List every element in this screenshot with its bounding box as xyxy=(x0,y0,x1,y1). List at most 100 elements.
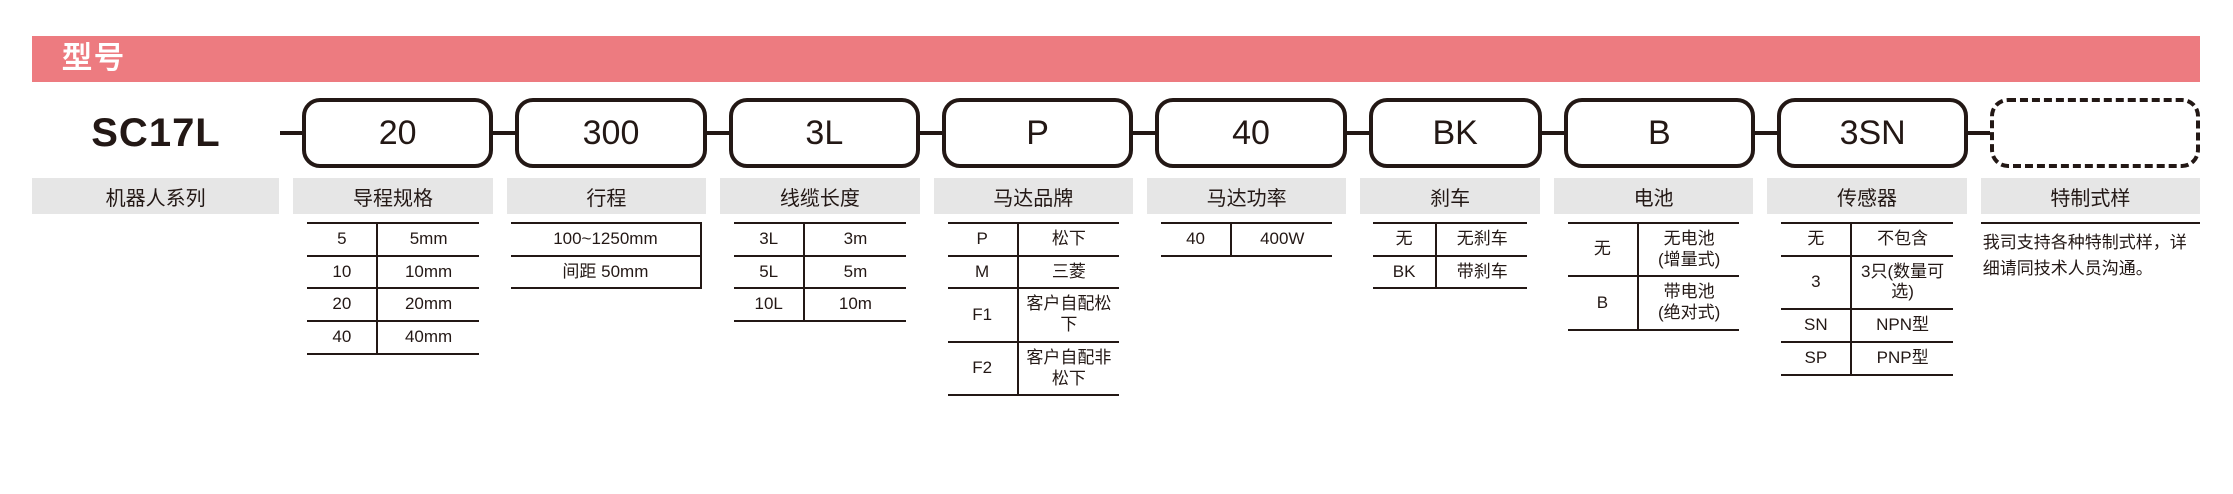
option-code: SP xyxy=(1781,340,1853,376)
column-label-3: 行程 xyxy=(506,178,707,214)
table-row[interactable]: 间距 50mm xyxy=(510,254,703,290)
option-description: 40mm xyxy=(377,320,479,355)
option-code: 5 xyxy=(307,222,379,257)
option-code: 无 xyxy=(1372,222,1438,257)
connector-dash xyxy=(1346,131,1369,135)
option-description: 间距 50mm xyxy=(510,254,703,290)
section-banner: 型号 xyxy=(32,36,2200,82)
column-label-6: 马达功率 xyxy=(1146,178,1347,214)
option-description: 5mm xyxy=(377,222,479,257)
connector-dash xyxy=(706,131,729,135)
option-code: M xyxy=(947,254,1019,290)
option-code: F2 xyxy=(947,340,1019,397)
option-code: 40 xyxy=(1160,222,1233,257)
code-segment-4[interactable]: P xyxy=(941,98,1134,168)
option-code: 10L xyxy=(734,287,806,323)
code-segment-9[interactable] xyxy=(1990,98,2200,168)
option-description: 3m xyxy=(804,222,906,257)
option-code: SN xyxy=(1781,308,1853,343)
option-column-10: 我司支持各种特制式样，详细请同技术人员沟通。 xyxy=(1980,222,2201,281)
option-code: BK xyxy=(1372,254,1438,290)
option-description: 松下 xyxy=(1017,222,1119,257)
option-description: 20mm xyxy=(377,287,479,323)
column-label-7: 刹车 xyxy=(1360,178,1540,214)
option-description: 10mm xyxy=(377,254,479,290)
option-code: 3L xyxy=(734,222,806,257)
connector-dash xyxy=(1541,131,1564,135)
connector-dash xyxy=(919,131,942,135)
code-segment-3[interactable]: 3L xyxy=(728,98,920,168)
option-description: 客户自配松下 xyxy=(1017,287,1119,343)
series-code: SC17L xyxy=(91,110,221,155)
custom-spec-note: 我司支持各种特制式样，详细请同技术人员沟通。 xyxy=(1980,222,2201,281)
option-description: 带电池(绝对式) xyxy=(1638,275,1740,331)
column-label-10: 特制式样 xyxy=(1980,178,2201,214)
option-code: F1 xyxy=(947,287,1019,343)
option-description: NPN型 xyxy=(1851,308,1953,343)
column-label-9: 传感器 xyxy=(1767,178,1967,214)
column-label-2: 导程规格 xyxy=(293,178,493,214)
table-row[interactable]: 无无电池(增量式) xyxy=(1567,221,1740,278)
code-segment-1[interactable]: 20 xyxy=(302,98,494,168)
column-label-5: 马达品牌 xyxy=(933,178,1133,214)
code-segment-2[interactable]: 300 xyxy=(515,98,707,168)
table-row[interactable]: 无不包含 xyxy=(1781,222,1953,257)
page-title: 型号 xyxy=(62,42,126,75)
connector-dash xyxy=(1968,131,1991,135)
connector-dash xyxy=(280,131,302,135)
column-label-row: 机器人系列导程规格行程线缆长度马达品牌马达功率刹车电池传感器特制式样 xyxy=(32,178,2201,214)
option-code: P xyxy=(947,222,1019,257)
option-code: 无 xyxy=(1781,222,1853,257)
option-description: PNP型 xyxy=(1851,340,1953,376)
connector-dash xyxy=(1754,131,1777,135)
column-label-1: 机器人系列 xyxy=(32,178,280,214)
table-row[interactable]: 无无刹车 xyxy=(1372,222,1528,257)
connector-dash xyxy=(1133,131,1156,135)
option-description: 无电池(增量式) xyxy=(1638,221,1740,278)
model-code-row: SC17L 20 300 3L P 40 BK B 3SN xyxy=(32,97,2200,169)
table-row[interactable]: 100~1250mm xyxy=(510,222,703,257)
code-segment-6[interactable]: BK xyxy=(1368,98,1542,168)
code-segment-5[interactable]: 40 xyxy=(1155,98,1347,168)
option-code: 无 xyxy=(1567,221,1640,278)
option-description: 客户自配非松下 xyxy=(1017,340,1119,397)
option-description: 无刹车 xyxy=(1436,222,1528,257)
option-code: 3 xyxy=(1781,254,1853,311)
option-code: B xyxy=(1567,275,1640,331)
code-segment-8[interactable]: 3SN xyxy=(1776,98,1969,168)
option-description: 5m xyxy=(804,254,906,290)
code-segment-7[interactable]: B xyxy=(1563,98,1755,168)
